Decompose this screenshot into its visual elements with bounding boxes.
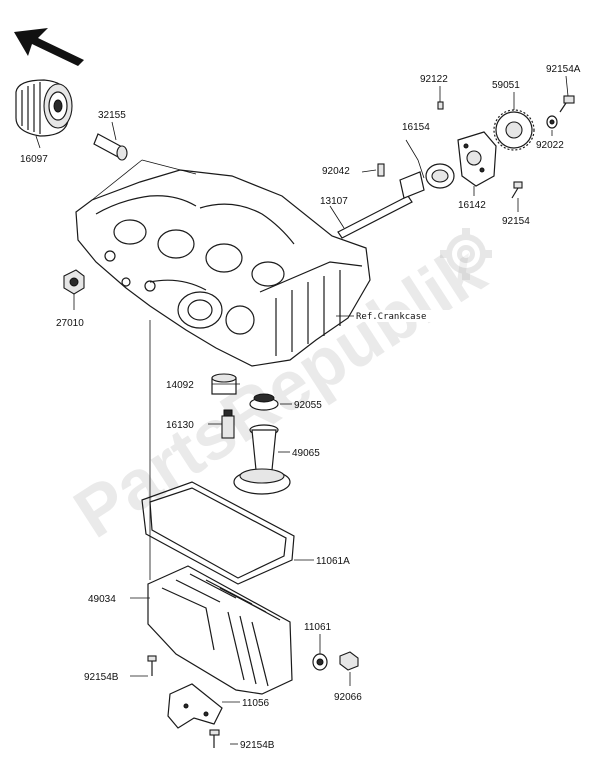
bolt-92154B-bottom <box>209 729 220 748</box>
crankcase <box>75 169 371 367</box>
part-label-32155[interactable]: 32155 <box>98 110 126 121</box>
direction-arrow-icon <box>14 28 84 66</box>
ref-crankcase-label: Ref.Crankcase <box>354 310 450 322</box>
part-label-11061[interactable]: 11061 <box>304 622 332 633</box>
part-label-49034[interactable]: 49034 <box>88 594 116 605</box>
pin-92122 <box>437 101 444 110</box>
oil-pump-gear <box>493 109 535 151</box>
bolt-92154A <box>559 95 575 113</box>
part-label-92055[interactable]: 92055 <box>294 400 322 411</box>
part-label-92154A[interactable]: 92154A <box>546 64 581 75</box>
svg-text:Ref.Crankcase: Ref.Crankcase <box>356 312 426 322</box>
oil-pan <box>147 565 293 695</box>
part-labels: 16097 32155 27010 92122 59051 92154A 161… <box>20 64 581 751</box>
part-label-92154B-left[interactable]: 92154B <box>84 672 119 683</box>
collar-14092 <box>211 373 237 395</box>
part-label-92042[interactable]: 92042 <box>322 166 350 177</box>
part-label-49065[interactable]: 49065 <box>292 448 320 459</box>
part-label-11061A[interactable]: 11061A <box>316 556 350 567</box>
pin-92042 <box>377 163 385 177</box>
part-label-16097[interactable]: 16097 <box>20 154 48 165</box>
oil-pump-rotor <box>399 163 455 199</box>
part-label-11056[interactable]: 11056 <box>242 698 270 709</box>
part-label-92022[interactable]: 92022 <box>536 140 564 151</box>
part-label-13107[interactable]: 13107 <box>320 196 348 207</box>
part-label-59051[interactable]: 59051 <box>492 80 520 91</box>
part-label-92066[interactable]: 92066 <box>334 692 362 703</box>
part-label-92122[interactable]: 92122 <box>420 74 448 85</box>
oil-pipe <box>93 133 128 161</box>
oil-pan-gasket <box>141 481 295 585</box>
bolt-92154B-left <box>147 655 157 676</box>
washer-92022 <box>546 115 558 129</box>
oil-strainer-49065 <box>233 424 291 495</box>
part-label-27010[interactable]: 27010 <box>56 318 84 329</box>
part-label-16130[interactable]: 16130 <box>166 420 194 431</box>
relief-valve-16130 <box>221 409 235 439</box>
leader-lines <box>35 75 569 745</box>
part-label-92154[interactable]: 92154 <box>502 216 530 227</box>
drain-plug <box>339 651 359 671</box>
part-label-16142[interactable]: 16142 <box>458 200 486 211</box>
bolt-92154 <box>511 181 523 199</box>
bracket-11056 <box>167 683 223 729</box>
oil-pump-shaft <box>337 195 413 239</box>
part-label-16154[interactable]: 16154 <box>402 122 430 133</box>
oil-pressure-switch <box>63 269 85 295</box>
part-label-92154B-bottom[interactable]: 92154B <box>240 740 275 751</box>
drain-washer <box>312 653 328 671</box>
part-label-14092[interactable]: 14092 <box>166 380 194 391</box>
oil-filter <box>15 79 73 137</box>
oil-pump-cover <box>457 131 497 187</box>
o-ring-92055 <box>249 393 279 411</box>
gear-icon <box>440 228 492 280</box>
